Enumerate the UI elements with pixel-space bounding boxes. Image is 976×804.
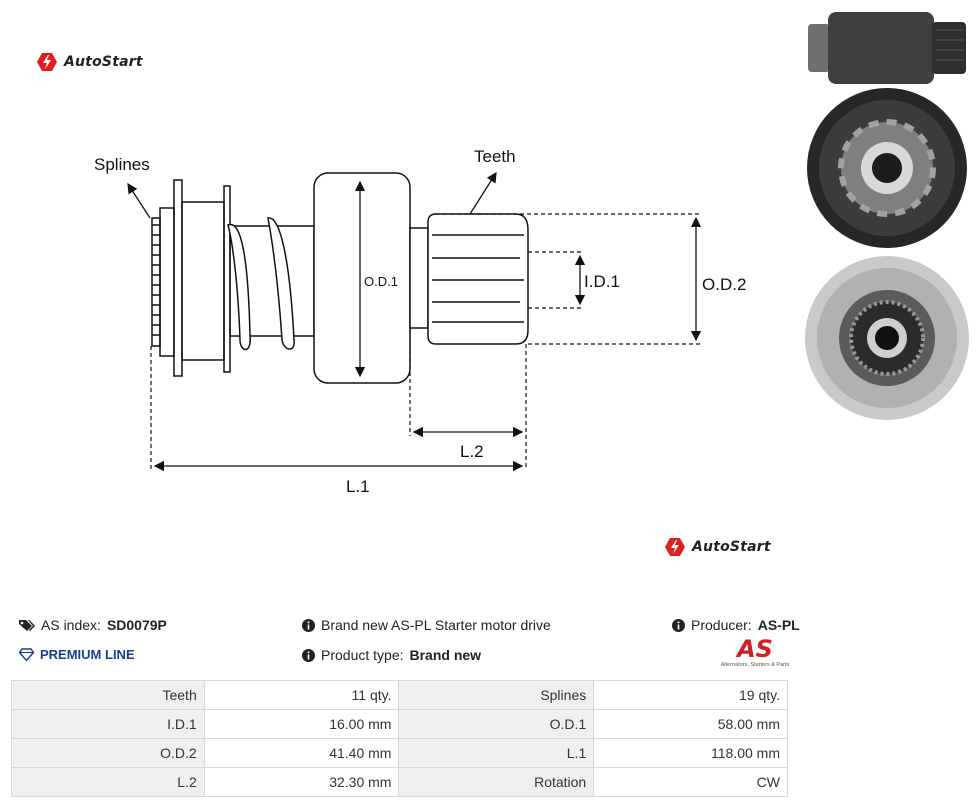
as-pl-logo-text: AS (737, 635, 773, 663)
photo-splines-end (805, 256, 969, 420)
info-icon (302, 648, 315, 662)
spec-value: 11 qty. (203, 680, 400, 710)
specs-table: Teeth 11 qty. Splines 19 qty. I.D.1 16.0… (11, 680, 788, 797)
teeth-label: Teeth (474, 147, 516, 166)
table-row: I.D.1 16.00 mm O.D.1 58.00 mm (11, 709, 788, 739)
spec-value: 118.00 mm (593, 738, 788, 768)
spring (227, 217, 295, 351)
producer-value: AS-PL (757, 617, 800, 633)
photo-side-view (808, 12, 966, 84)
as-pl-logo: AS Alternators, Starters & Parts (715, 635, 795, 668)
spec-key: I.D.1 (11, 709, 205, 739)
as-index: AS index: SD0079P (19, 617, 167, 633)
od2-label: O.D.2 (702, 275, 746, 294)
producer-label: Producer: (691, 617, 752, 633)
spec-value: CW (593, 767, 788, 797)
od2-dimension (436, 213, 700, 345)
spec-key: O.D.2 (11, 738, 205, 768)
spec-key: L.1 (398, 738, 595, 768)
as-pl-logo-tagline: Alternators, Starters & Parts (720, 662, 790, 668)
starter-drive-diagram: O.D.1 O.D.2 I.D.1 L.2 L.1 Splines Teeth (94, 147, 746, 496)
premium-line-link[interactable]: PREMIUM LINE (19, 647, 135, 662)
id1-label: I.D.1 (584, 272, 620, 291)
spec-value: 32.30 mm (203, 767, 400, 797)
brand-logo-bottom: AutoStart (664, 537, 771, 557)
spec-value: 41.40 mm (203, 738, 400, 768)
as-index-label: AS index: (41, 617, 101, 633)
table-row: L.2 32.30 mm Rotation CW (11, 767, 788, 797)
splines-label: Splines (94, 155, 150, 174)
spec-key: Teeth (11, 680, 205, 710)
producer: Producer: AS-PL (672, 617, 800, 633)
table-row: O.D.2 41.40 mm L.1 118.00 mm (11, 738, 788, 768)
product-type-label: Product type: (321, 647, 404, 663)
product-type-value: Brand new (409, 647, 482, 663)
as-index-value: SD0079P (106, 617, 167, 633)
l1-label: L.1 (346, 477, 370, 496)
info-icon (672, 618, 685, 632)
l2-label: L.2 (460, 442, 484, 461)
od1-label: O.D.1 (364, 274, 398, 289)
spec-key: O.D.1 (398, 709, 595, 739)
spec-key: L.2 (11, 767, 205, 797)
brand-logo-top: AutoStart (36, 52, 143, 72)
description-text: Brand new AS-PL Starter motor drive (321, 617, 551, 633)
tags-icon (19, 619, 35, 631)
autostart-logo-icon (37, 53, 57, 71)
product-type: Product type: Brand new (302, 647, 481, 663)
spec-key: Rotation (398, 767, 595, 797)
diamond-icon (19, 648, 34, 661)
pinion (427, 213, 529, 345)
photo-pinion-end (807, 88, 967, 248)
spec-key: Splines (398, 680, 595, 710)
product-photos (805, 12, 969, 420)
premium-line-label: PREMIUM LINE (40, 647, 135, 662)
brand-name: AutoStart (64, 54, 143, 70)
brand-name: AutoStart (692, 539, 771, 555)
spec-value: 19 qty. (593, 680, 788, 710)
autostart-logo-icon (665, 538, 685, 556)
info-icon (302, 618, 315, 632)
table-row: Teeth 11 qty. Splines 19 qty. (11, 680, 788, 710)
spec-value: 58.00 mm (593, 709, 788, 739)
product-description: Brand new AS-PL Starter motor drive (302, 617, 551, 633)
spec-value: 16.00 mm (203, 709, 400, 739)
